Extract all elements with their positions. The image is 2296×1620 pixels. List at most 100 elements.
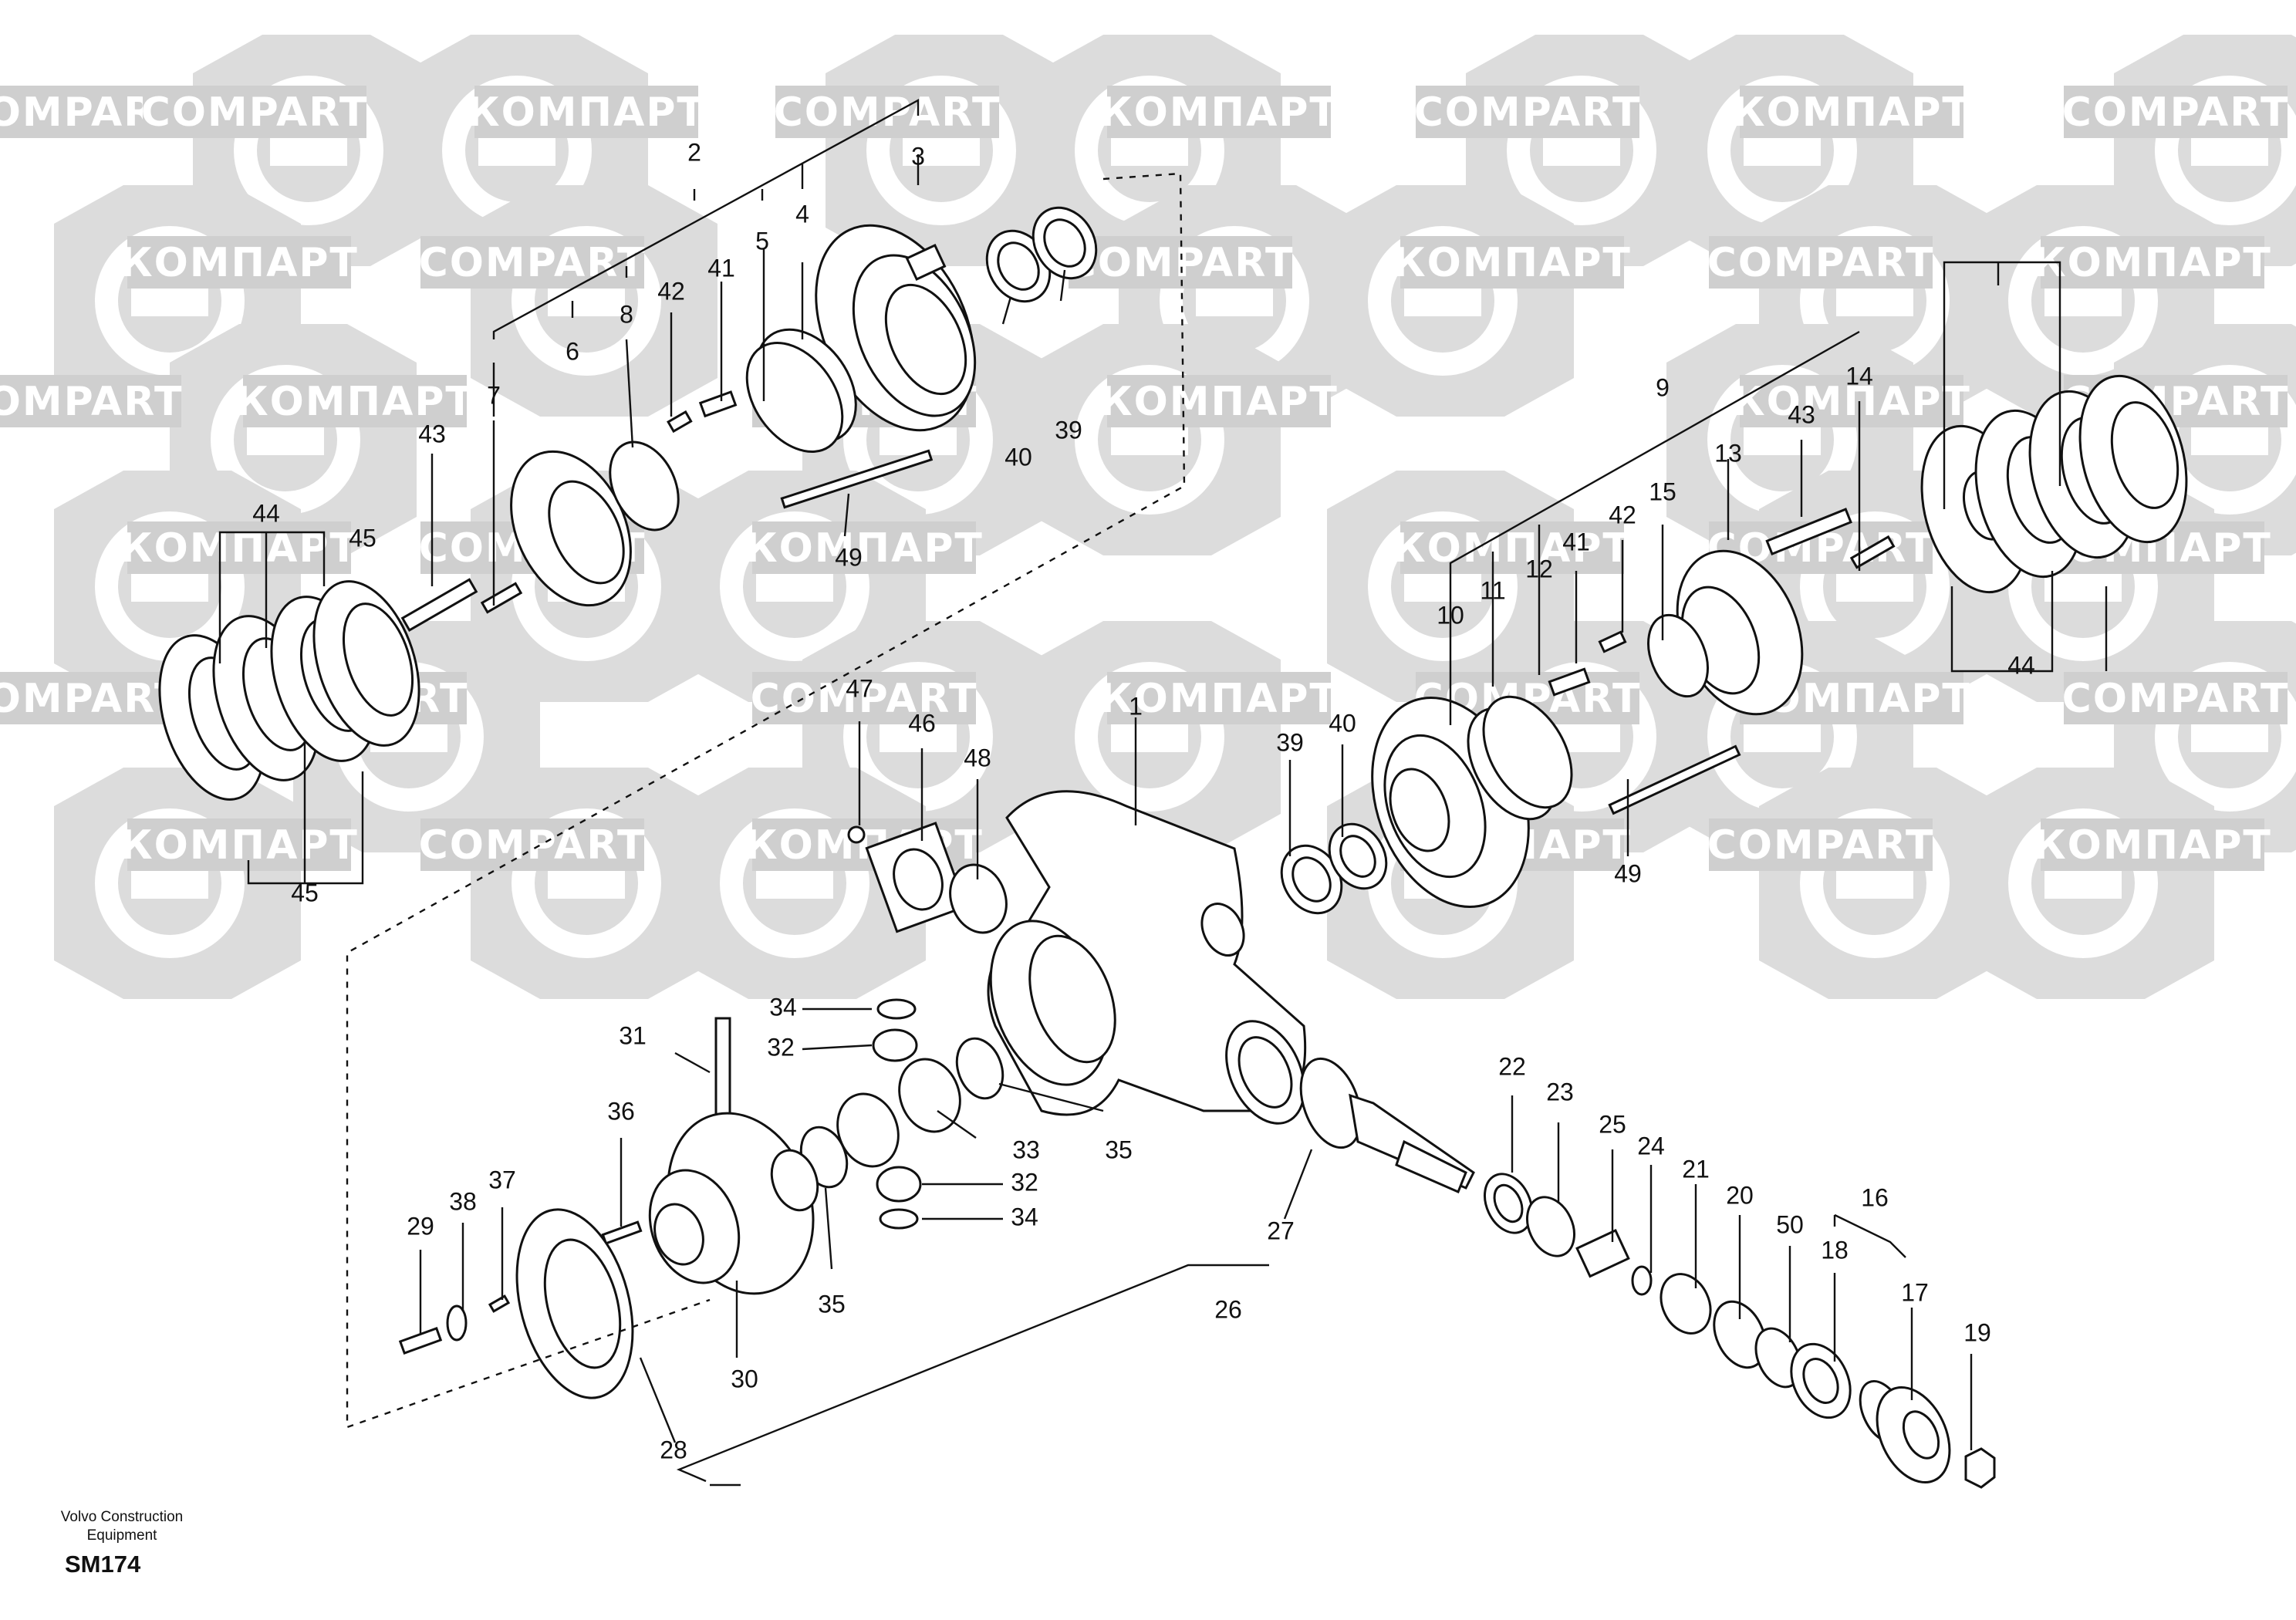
callout-40a: 40 <box>1004 443 1032 471</box>
callout-15: 15 <box>1649 478 1676 505</box>
lock-plate-41-top <box>698 390 738 418</box>
watermark-band <box>1709 236 1933 289</box>
flange-17 <box>1859 1379 1951 1484</box>
watermark-band <box>0 672 181 724</box>
washer-34-bottom <box>879 1208 919 1230</box>
watermark-band <box>752 521 976 574</box>
watermark-text: COMPART <box>2062 89 2290 136</box>
watermark-text: КОМПАРТ <box>1393 240 1632 286</box>
washer-34-top <box>876 998 917 1020</box>
watermark-text: КОМПАРТ <box>235 379 474 425</box>
callout-44b: 44 <box>2007 651 2035 679</box>
o-ring-12 <box>1482 695 1573 809</box>
watermark-text: КОМПАРТ <box>1732 379 1971 425</box>
watermark-hex-icon <box>1967 768 2214 999</box>
callout-49b: 49 <box>1614 859 1642 887</box>
callout-33: 33 <box>1012 1136 1040 1163</box>
watermark-text: КОМПАРТ <box>120 822 359 869</box>
o-ring-5 <box>745 341 844 454</box>
callout-29: 29 <box>407 1212 434 1240</box>
watermark-text: КОМПАРТ <box>1099 379 1339 425</box>
watermark-band <box>127 521 351 574</box>
watermark-text: КОМПАРТ <box>467 89 706 136</box>
callout-13: 13 <box>1714 439 1742 467</box>
pin-37 <box>488 1294 511 1313</box>
callout-41a: 41 <box>707 254 735 282</box>
side-gear-32-top <box>872 1028 918 1062</box>
callout-34b: 34 <box>1011 1203 1038 1230</box>
watermark-text: COMPART <box>419 822 647 869</box>
pin-43-right <box>1765 508 1852 555</box>
spring-14 <box>1849 535 1896 569</box>
watermark-band <box>0 375 181 427</box>
dashed-grouping-frame <box>346 172 1186 1429</box>
callout-42b: 42 <box>1609 501 1636 528</box>
watermark-text: КОМПАРТ <box>1732 89 1971 136</box>
side-gear-32-bottom <box>876 1166 922 1203</box>
watermark-band <box>1740 86 1963 138</box>
drawing-code: SM174 <box>65 1551 141 1578</box>
watermark-band <box>1400 236 1624 289</box>
watermark-text: КОМПАРТ <box>1099 676 1339 722</box>
callout-35a: 35 <box>1105 1136 1133 1163</box>
callout-43b: 43 <box>1788 400 1815 428</box>
callout-40b: 40 <box>1329 709 1356 737</box>
seal-8 <box>609 440 680 532</box>
callout-11: 11 <box>1480 576 1505 604</box>
watermark-text: COMPART <box>774 89 1001 136</box>
watermark-band <box>1107 86 1331 138</box>
watermark-text: COMPART <box>1707 240 1935 286</box>
callout-23: 23 <box>1546 1078 1574 1105</box>
callout-46: 46 <box>908 709 936 737</box>
watermark-band <box>1740 375 1963 427</box>
watermark-text: COMPART <box>751 676 978 722</box>
callout-6: 6 <box>566 337 579 365</box>
watermark-band <box>2064 672 2288 724</box>
thrust-washer-35-top <box>955 1037 1004 1100</box>
watermark-text: КОМПАРТ <box>2033 822 2272 869</box>
watermark-text: COMPART <box>1707 822 1935 869</box>
callout-45b: 45 <box>291 879 319 906</box>
watermark-text: COMPART <box>0 379 183 425</box>
axle-housing-1 <box>987 790 1307 1125</box>
callout-25: 25 <box>1599 1110 1626 1138</box>
callout-49a: 49 <box>835 543 863 571</box>
callout-31: 31 <box>619 1021 647 1049</box>
leader-lines <box>218 98 2108 1487</box>
watermark-hex-icon <box>1327 185 1574 417</box>
seal-50 <box>1754 1327 1802 1389</box>
brake-disc-stack-right <box>1920 374 2188 594</box>
watermark-band <box>127 236 351 289</box>
callout-19: 19 <box>1963 1318 1991 1346</box>
callout-7: 7 <box>487 381 501 409</box>
callout-47: 47 <box>846 674 873 702</box>
callout-37: 37 <box>488 1166 516 1193</box>
watermark-band <box>1107 672 1331 724</box>
watermark-text: COMPART <box>0 676 183 722</box>
callout-17: 17 <box>1901 1278 1929 1306</box>
shim-24 <box>1631 1265 1653 1296</box>
o-ring-48 <box>949 863 1008 934</box>
watermark-band <box>420 818 644 871</box>
watermark-band <box>2041 818 2264 871</box>
bolt-29 <box>398 1327 443 1355</box>
lock-plate-41-right <box>1548 667 1591 697</box>
watermark-band <box>143 86 366 138</box>
watermark-band <box>2064 86 2288 138</box>
watermark-band <box>243 375 467 427</box>
callout-39b: 39 <box>1276 728 1304 756</box>
lock-plate-38 <box>446 1304 468 1342</box>
callout-42a: 42 <box>657 277 685 305</box>
shaft-49-top <box>780 449 934 509</box>
watermark-text: COMPART <box>419 240 647 286</box>
callout-8: 8 <box>620 300 633 328</box>
callout-45a: 45 <box>349 524 376 552</box>
watermark-text: КОМПАРТ <box>1393 525 1632 572</box>
callout-28: 28 <box>660 1436 687 1463</box>
callout-39a: 39 <box>1055 416 1082 444</box>
plug-47 <box>847 825 866 844</box>
watermark-band <box>1709 818 1933 871</box>
pin-43-left <box>400 578 478 632</box>
